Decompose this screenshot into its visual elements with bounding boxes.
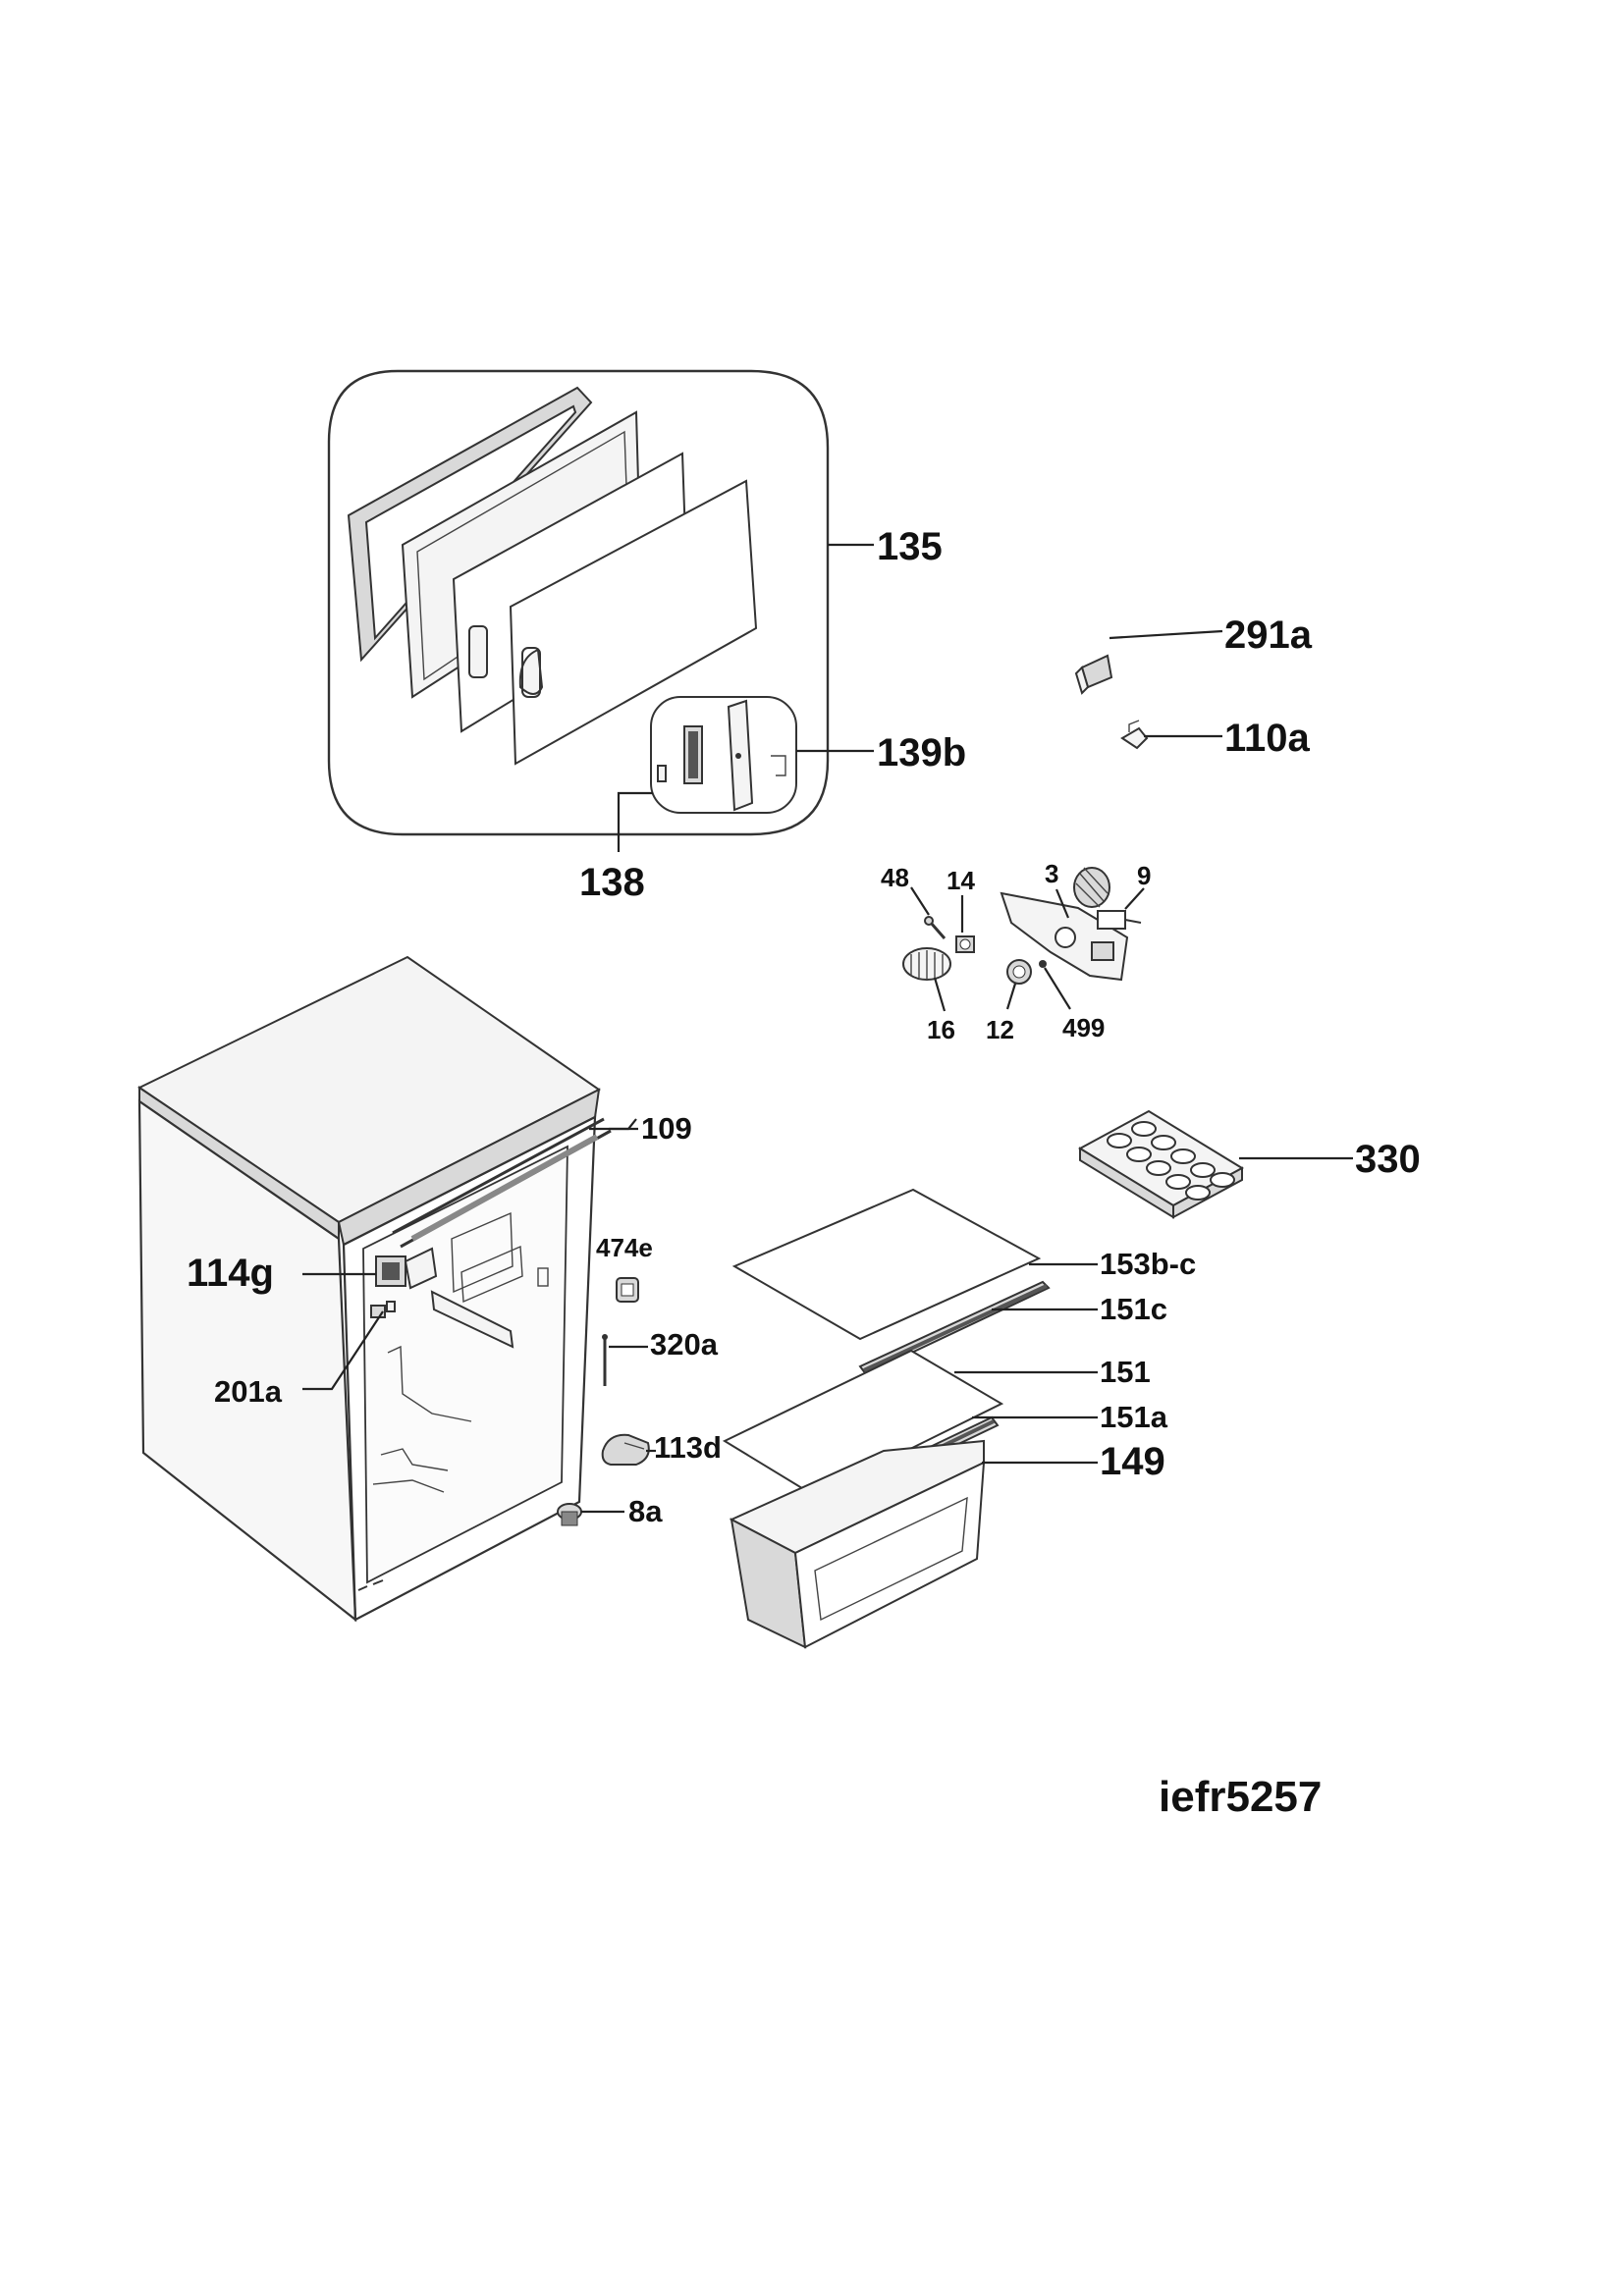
label-109: 109 [641,1111,692,1146]
label-3: 3 [1045,859,1058,888]
label-151c: 151c [1100,1292,1167,1326]
control-box-114g-part [375,1247,438,1290]
bracket-291a-part [1074,654,1113,695]
label-114g: 114g [187,1252,274,1295]
label-14: 14 [947,866,975,895]
label-16: 16 [927,1015,955,1044]
label-201a: 201a [214,1374,283,1409]
label-151a: 151a [1100,1400,1168,1434]
label-330: 330 [1355,1138,1421,1181]
label-474e: 474e [596,1233,653,1262]
label-113d: 113d [654,1430,722,1465]
hinge-kit-inset [650,696,797,814]
glass-shelf-153bc-part [731,1188,1042,1341]
thermostat-housing-3-part [1000,891,1129,982]
sensor-499-part [1039,960,1047,968]
door-assembly-group [327,369,874,852]
model-code-label: iefr5257 [1159,1773,1323,1821]
door-group-frame [327,369,830,836]
screw-48-part [924,916,947,939]
label-138: 138 [579,861,645,904]
label-149: 149 [1100,1440,1165,1483]
label-320a: 320a [650,1327,719,1362]
cabinet-part [137,955,612,1623]
clip-474e-part [616,1277,639,1303]
bracket-110a-part [1120,720,1149,750]
label-499: 499 [1062,1013,1105,1042]
label-139b: 139b [877,731,966,774]
nut-14-part [955,935,975,953]
label-135: 135 [877,525,943,568]
door-outer-part [509,479,758,766]
label-9: 9 [1137,861,1151,890]
label-153b-c: 153b-c [1100,1247,1196,1281]
label-151: 151 [1100,1355,1151,1389]
label-110a: 110a [1224,717,1311,760]
thermostat-cluster [902,867,1145,1012]
label-12: 12 [986,1015,1014,1044]
foot-8a-part [557,1503,582,1526]
label-8a: 8a [628,1494,663,1528]
shelf-trim-151c-part [858,1280,1051,1376]
rod-320a-part [602,1334,608,1386]
ring-12-part [1006,959,1032,985]
bulb-9-part [1073,867,1142,930]
label-48: 48 [881,863,909,892]
crisper-drawer-149-part [729,1439,986,1649]
hinge-113d-part [601,1433,650,1466]
crisper-cover-151-part [722,1349,1004,1498]
egg-tray-330-part [1077,1109,1245,1219]
label-291a: 291a [1224,614,1313,657]
knob-16-part [902,947,951,981]
